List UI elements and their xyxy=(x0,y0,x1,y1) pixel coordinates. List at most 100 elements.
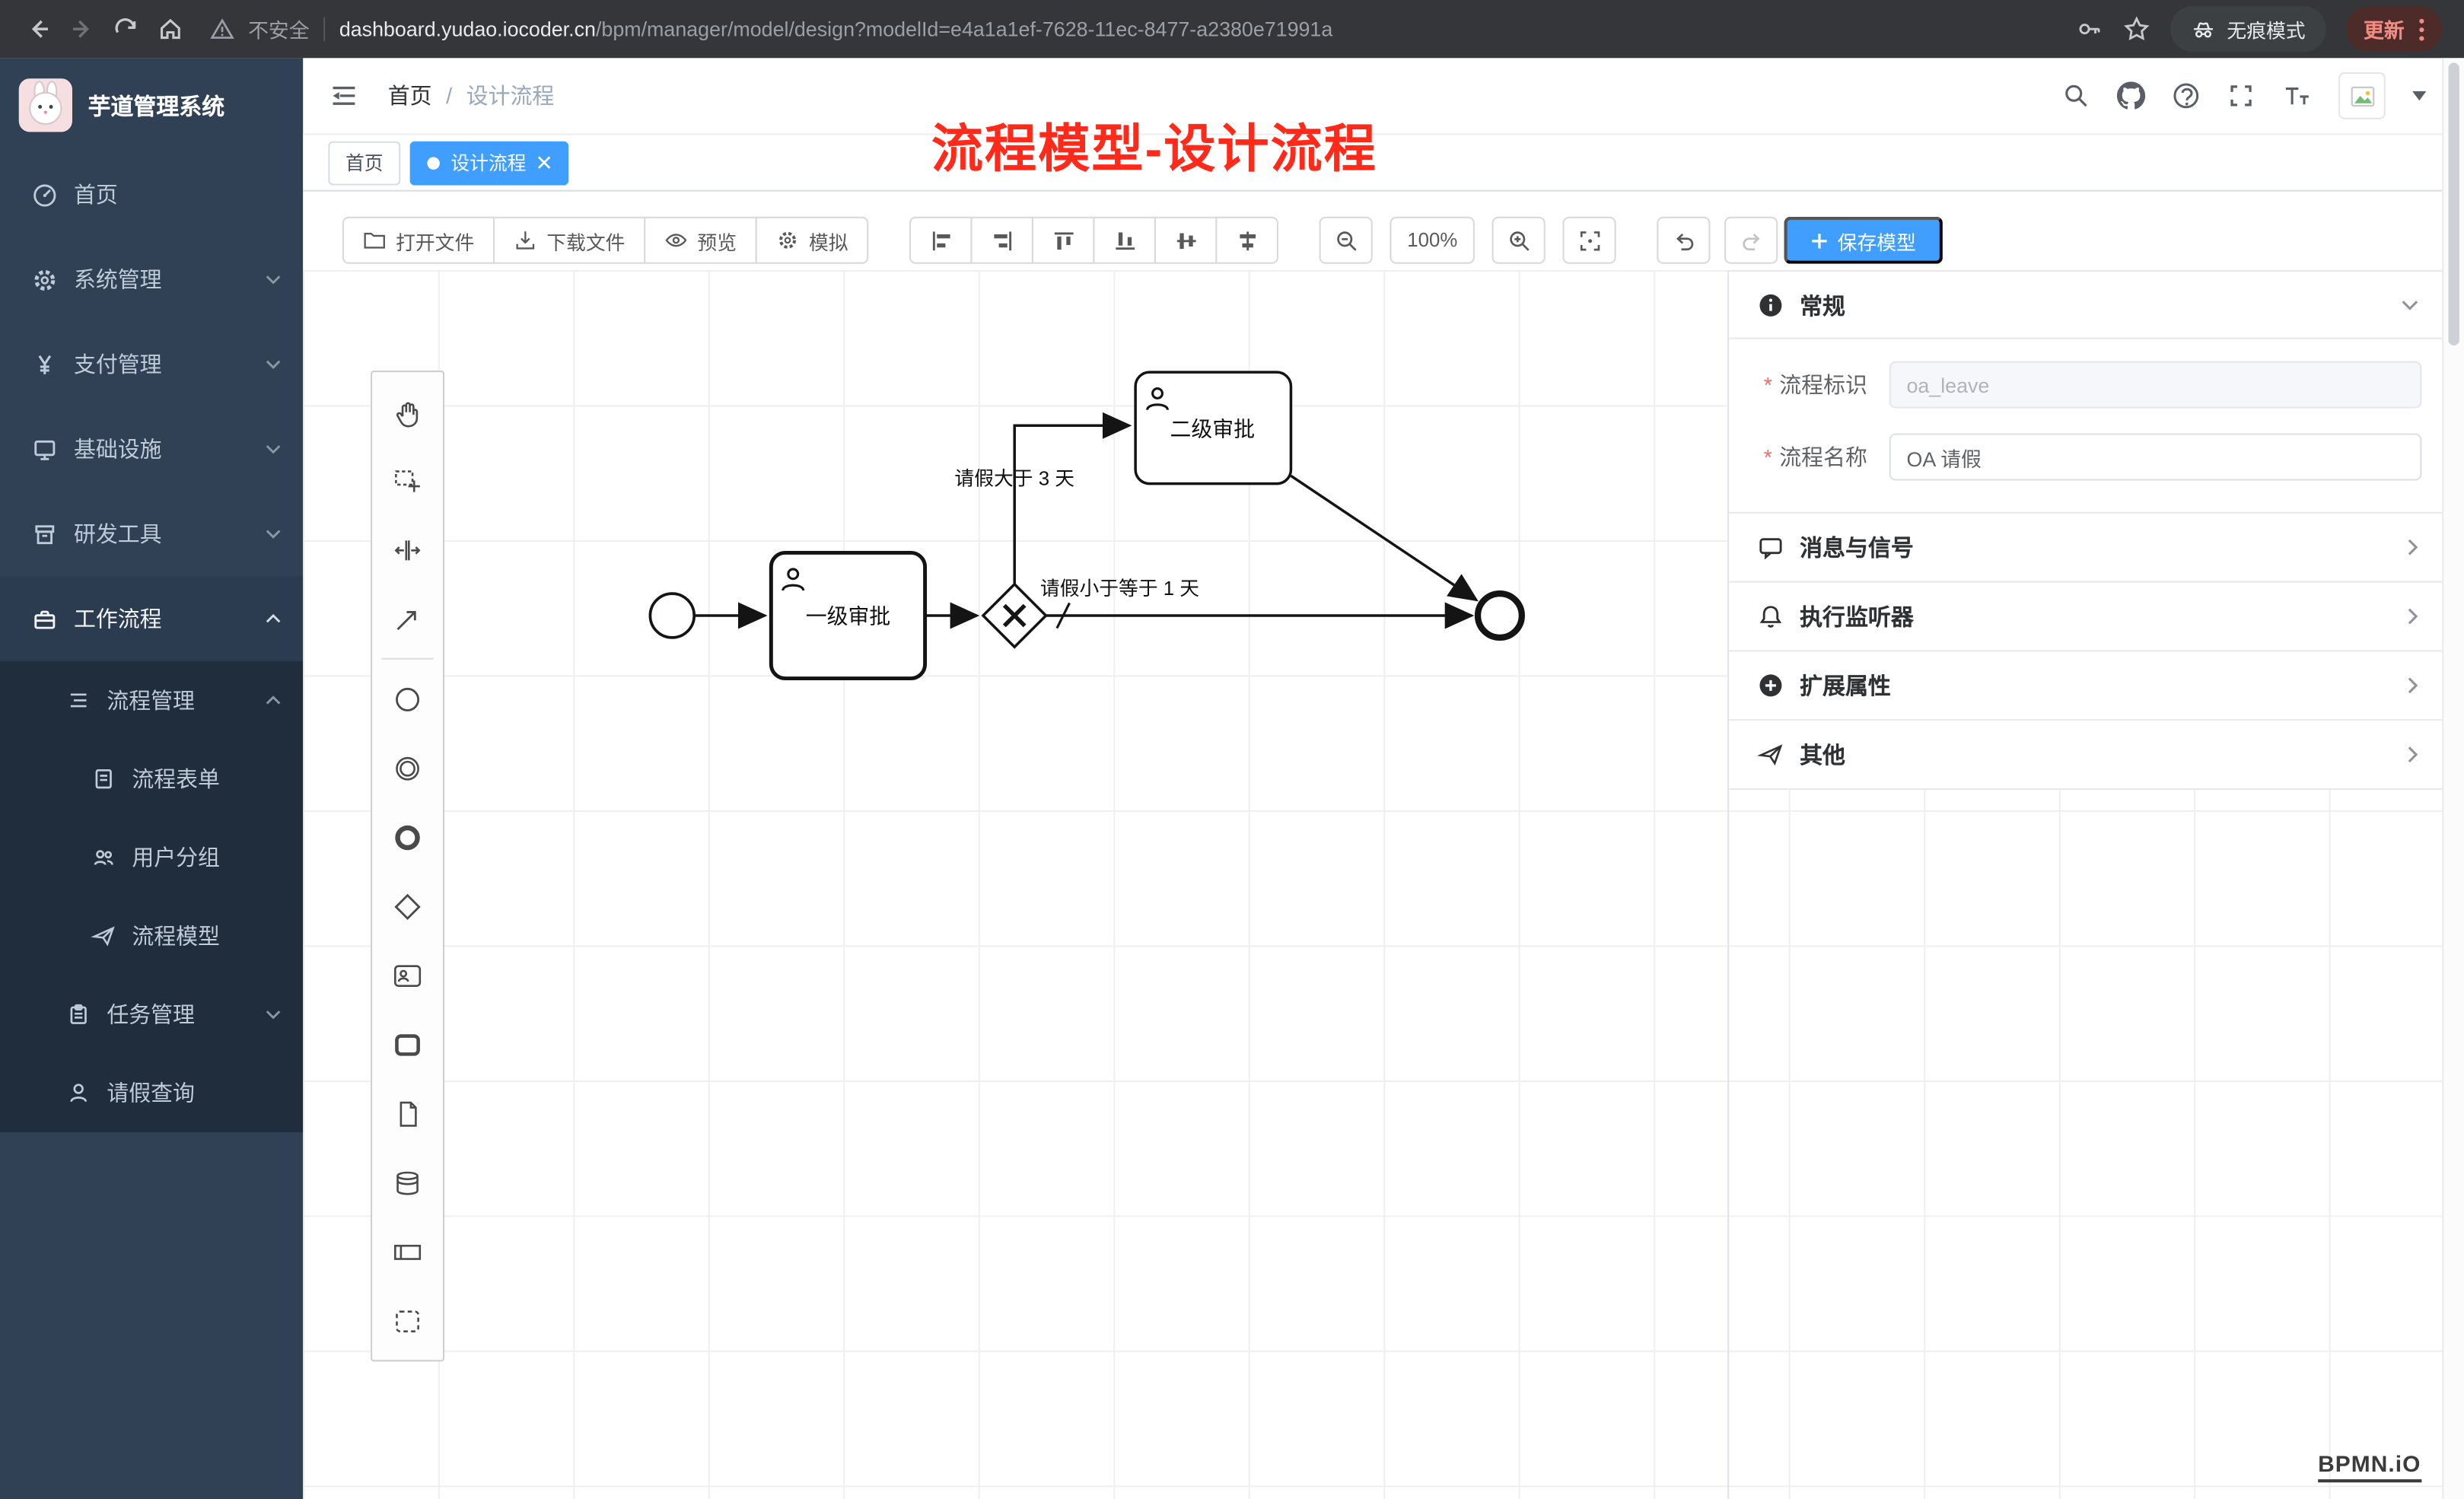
page-scrollbar[interactable] xyxy=(2442,58,2464,1499)
create-call-activity[interactable] xyxy=(372,1010,443,1079)
address-bar[interactable]: 不安全 dashboard.yudao.iocoder.cn/bpm/manag… xyxy=(210,14,1333,44)
tools-icon xyxy=(35,524,55,544)
sidebar-item-process-form[interactable]: 流程表单 xyxy=(0,740,304,819)
flow-gateway-to-task2[interactable] xyxy=(1013,412,1132,584)
sidebar-item-home[interactable]: 首页 xyxy=(0,152,303,237)
sidebar-item-user-group[interactable]: 用户分组 xyxy=(0,818,304,897)
lasso-tool-icon xyxy=(395,469,420,492)
warning-icon xyxy=(210,18,234,39)
chevron-right-icon xyxy=(2408,608,2418,625)
start-event-node[interactable] xyxy=(648,592,696,639)
zoom-reset-button[interactable] xyxy=(1562,216,1616,264)
panel-section-general[interactable]: 常规 xyxy=(1729,269,2444,339)
hand-tool[interactable] xyxy=(372,377,443,446)
create-data-object[interactable] xyxy=(372,1079,443,1148)
forward-button[interactable] xyxy=(59,7,103,51)
simulate-button[interactable]: 模拟 xyxy=(755,216,869,264)
font-size-icon[interactable] xyxy=(2282,81,2312,110)
sidebar-item-label: 任务管理 xyxy=(107,1001,195,1027)
sidebar-item-task-management[interactable]: 任务管理 xyxy=(0,975,304,1054)
align-right-button[interactable] xyxy=(970,216,1034,264)
sidebar-item-payment[interactable]: 支付管理 xyxy=(0,322,303,406)
preview-button[interactable]: 预览 xyxy=(644,216,757,264)
user-task-node-level2[interactable]: 二级审批 xyxy=(1134,371,1293,485)
panel-section-execution-listener[interactable]: 执行监听器 xyxy=(1729,582,2444,652)
sidebar-item-leave-query[interactable]: 请假查询 xyxy=(0,1053,304,1132)
align-center-horizontal-button[interactable] xyxy=(1154,216,1218,264)
redo-button[interactable] xyxy=(1724,216,1778,264)
chevron-right-icon xyxy=(2408,539,2418,555)
gateway-node[interactable] xyxy=(981,582,1048,649)
chevron-down-icon xyxy=(266,530,281,539)
avatar[interactable] xyxy=(2338,72,2386,119)
zoom-in-button[interactable] xyxy=(1491,216,1546,264)
back-button[interactable] xyxy=(16,7,60,51)
panel-section-other[interactable]: 其他 xyxy=(1729,721,2444,791)
section-title: 其他 xyxy=(1800,744,1845,770)
create-group[interactable] xyxy=(372,1286,443,1355)
zoom-out-icon xyxy=(1336,231,1356,250)
sidebar-item-devtools[interactable]: 研发工具 xyxy=(0,492,303,576)
process-name-input[interactable] xyxy=(1889,433,2422,481)
tab-design-process[interactable]: 设计流程 xyxy=(409,140,569,185)
search-icon[interactable] xyxy=(2062,81,2090,110)
align-bottom-button[interactable] xyxy=(1093,216,1157,264)
clipboard-icon xyxy=(70,1004,87,1024)
bpmn-io-logo[interactable]: BPMN.iO xyxy=(2318,1453,2421,1483)
fullscreen-icon[interactable] xyxy=(2227,81,2255,110)
sidebar-item-system[interactable]: 系统管理 xyxy=(0,237,303,322)
sidebar-item-workflow[interactable]: 工作流程 xyxy=(0,576,304,661)
zoom-reset-icon xyxy=(1580,231,1600,250)
caret-down-icon[interactable] xyxy=(2411,91,2427,101)
panel-divider xyxy=(1727,269,1730,1499)
panel-section-extension-properties[interactable]: 扩展属性 xyxy=(1729,651,2444,721)
gateway-icon xyxy=(394,893,421,919)
space-tool[interactable] xyxy=(372,515,443,584)
sidebar-item-process-management[interactable]: 流程管理 xyxy=(0,660,304,740)
create-user-task[interactable] xyxy=(372,940,443,1010)
align-top-button[interactable] xyxy=(1032,216,1095,264)
call-activity-icon xyxy=(395,1033,420,1055)
sidebar-item-process-model[interactable]: 流程模型 xyxy=(0,896,304,975)
home-button[interactable] xyxy=(148,7,192,51)
kebab-menu-icon[interactable] xyxy=(2418,17,2424,42)
undo-button[interactable] xyxy=(1657,216,1711,264)
key-icon[interactable] xyxy=(2076,16,2103,43)
create-data-store[interactable] xyxy=(372,1148,443,1217)
panel-section-message-signal[interactable]: 消息与信号 xyxy=(1729,513,2444,583)
section-title: 消息与信号 xyxy=(1800,536,1914,562)
align-left-button[interactable] xyxy=(909,216,973,264)
create-intermediate-event[interactable] xyxy=(372,734,443,803)
reload-button[interactable] xyxy=(103,7,148,51)
breadcrumb-home[interactable]: 首页 xyxy=(387,83,432,109)
global-connect-tool[interactable] xyxy=(372,584,443,654)
create-start-event[interactable] xyxy=(372,664,443,734)
plus-icon xyxy=(1812,233,1827,248)
flow-task2-to-end[interactable] xyxy=(1290,474,1479,602)
collapse-menu-icon[interactable] xyxy=(328,80,359,111)
download-file-button[interactable]: 下载文件 xyxy=(493,216,646,264)
bell-icon xyxy=(1759,606,1782,628)
close-icon[interactable] xyxy=(537,155,552,170)
end-event-node[interactable] xyxy=(1474,590,1525,641)
save-model-button[interactable]: 保存模型 xyxy=(1784,216,1943,264)
github-icon[interactable] xyxy=(2117,81,2146,110)
zoom-out-button[interactable] xyxy=(1319,216,1373,264)
create-gateway[interactable] xyxy=(372,871,443,940)
open-file-button[interactable]: 打开文件 xyxy=(342,216,495,264)
create-end-event[interactable] xyxy=(372,803,443,872)
bpmn-diagram[interactable]: 请假大于 3 天 请假小于等于 1 天 一级审批 xyxy=(303,192,2464,1498)
help-icon[interactable] xyxy=(2172,81,2200,110)
tab-home[interactable]: 首页 xyxy=(328,140,401,185)
scrollbar-thumb[interactable] xyxy=(2448,62,2459,346)
user-task-node-level1[interactable]: 一级审批 xyxy=(769,550,928,681)
sidebar-item-label: 研发工具 xyxy=(73,521,162,547)
bookmark-star-icon[interactable] xyxy=(2123,16,2150,43)
align-center-vertical-button[interactable] xyxy=(1215,216,1279,264)
lasso-tool[interactable] xyxy=(372,446,443,515)
sidebar-item-infrastructure[interactable]: 基础设施 xyxy=(0,407,303,492)
briefcase-icon xyxy=(34,609,56,629)
update-button[interactable]: 更新 xyxy=(2346,6,2443,53)
create-participant[interactable] xyxy=(372,1217,443,1286)
hand-tool-icon xyxy=(396,401,419,427)
